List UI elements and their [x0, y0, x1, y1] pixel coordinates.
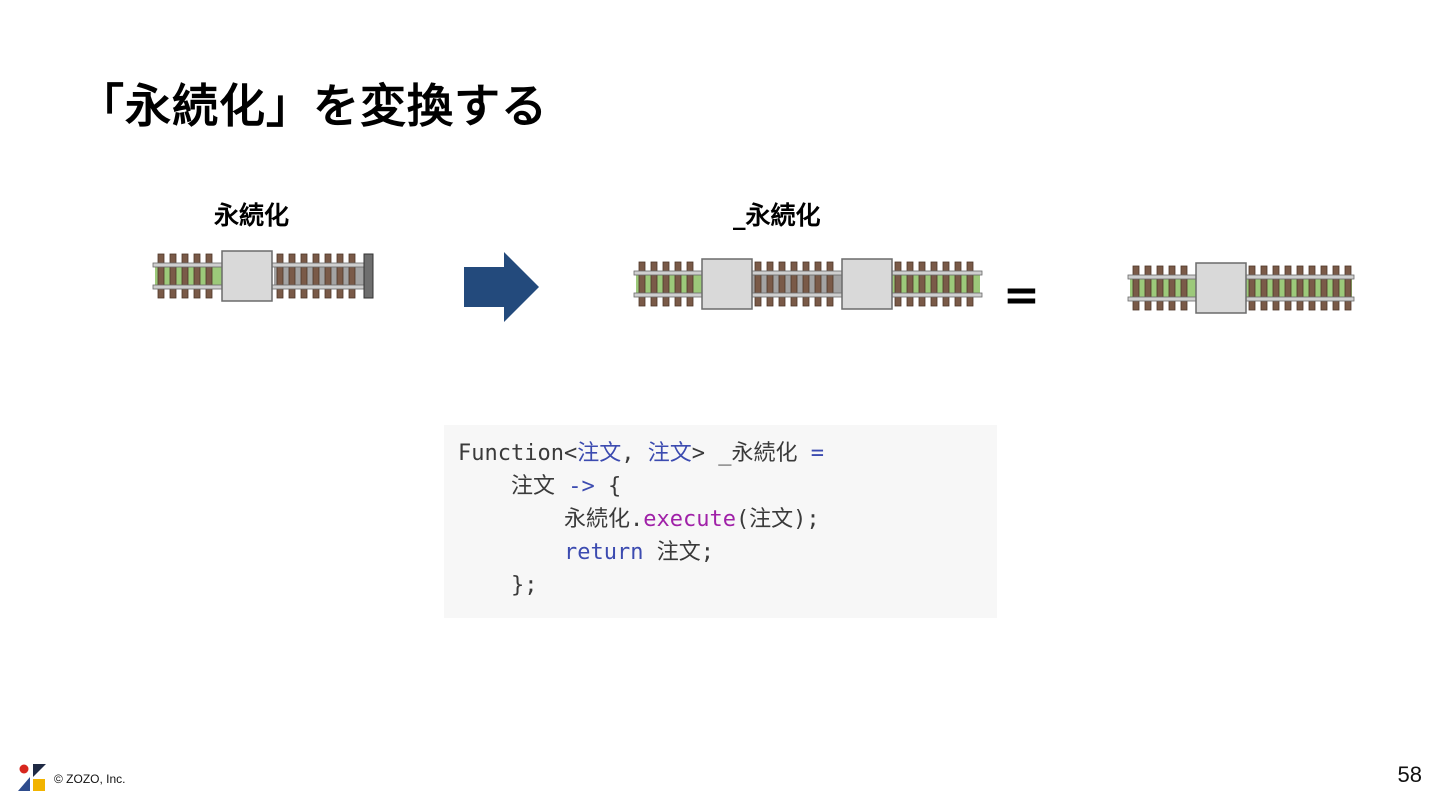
wrapped-persistence-track [633, 258, 983, 310]
code-block: Function<注文, 注文> _永続化 = 注文 -> { 永続化.exec… [444, 425, 997, 618]
track-tie [276, 253, 284, 299]
track-tie [324, 253, 332, 299]
track-tie [638, 261, 646, 307]
track-tie [1180, 265, 1188, 311]
track-tie [754, 261, 762, 307]
track-tie [348, 253, 356, 299]
equivalent-track [1127, 262, 1355, 314]
track-tie [1344, 265, 1352, 311]
track-tie [1132, 265, 1140, 311]
track-tie [1156, 265, 1164, 311]
track-tie [826, 261, 834, 307]
code-token: (注文); [735, 507, 820, 532]
track-rail [749, 292, 845, 298]
track-rail [633, 270, 705, 276]
track-tie [778, 261, 786, 307]
track-tie [300, 253, 308, 299]
track-tie [814, 261, 822, 307]
process-box [1195, 262, 1247, 314]
process-box [701, 258, 753, 310]
wrapped-persistence-label: _永続化 [733, 201, 821, 230]
code-token [458, 540, 564, 565]
track-tie [205, 253, 213, 299]
track-tie [288, 253, 296, 299]
track-rail [271, 262, 367, 268]
track-rail [271, 284, 367, 290]
track-rail [633, 292, 705, 298]
code-token: 注文; [643, 540, 714, 565]
code-token [458, 474, 511, 499]
track-rail [152, 284, 225, 290]
code-token [458, 507, 564, 532]
code-token: 注文 [577, 441, 622, 466]
track-tie [894, 261, 902, 307]
track-rail [889, 270, 983, 276]
track-tie [954, 261, 962, 307]
track-tie [1272, 265, 1280, 311]
code-token: , [621, 441, 648, 466]
slide-title: 「永続化」を変換する [78, 79, 548, 133]
track-rail [749, 270, 845, 276]
track-tie [1260, 265, 1268, 311]
code-token: 注文 [510, 474, 569, 499]
track-tie [1320, 265, 1328, 311]
code-token: 永続化. [563, 507, 644, 532]
track-tie [766, 261, 774, 307]
process-box [221, 250, 273, 302]
track-tie [312, 253, 320, 299]
code-text: Function<注文, 注文> _永続化 = 注文 -> { 永続化.exec… [458, 437, 824, 602]
track-tie [918, 261, 926, 307]
track-rail [889, 292, 983, 298]
track-tie [181, 253, 189, 299]
page-number: 58 [1397, 762, 1422, 787]
track-tie [930, 261, 938, 307]
track-rail [1127, 274, 1199, 280]
code-token: }; [458, 573, 538, 598]
track-tie [157, 253, 165, 299]
persistence-label: 永続化 [214, 201, 290, 230]
track-tie [942, 261, 950, 307]
track-tie [1168, 265, 1176, 311]
track-tie [1296, 265, 1304, 311]
track-tie [662, 261, 670, 307]
track-tie [1248, 265, 1256, 311]
zozo-logo-icon [18, 764, 46, 791]
code-token: return [563, 540, 644, 565]
track-rail [1127, 296, 1199, 302]
track-tie [1308, 265, 1316, 311]
track-tie [674, 261, 682, 307]
transform-arrow-icon [464, 252, 539, 322]
code-token: -> [568, 474, 595, 499]
copyright-text: © ZOZO, Inc. [54, 772, 126, 786]
process-box [841, 258, 893, 310]
code-token: = [810, 441, 824, 466]
code-token: execute [643, 507, 736, 532]
code-token: 注文 [647, 441, 692, 466]
track-rail [1243, 274, 1355, 280]
track-tie [193, 253, 201, 299]
track-tie [790, 261, 798, 307]
track-tie [1284, 265, 1292, 311]
persistence-track [152, 250, 374, 302]
track-tie [1144, 265, 1152, 311]
track-tie [906, 261, 914, 307]
track-rail [1243, 296, 1355, 302]
equals-sign: = [1003, 270, 1040, 321]
track-tie [686, 261, 694, 307]
end-cap [363, 253, 374, 299]
track-tie [802, 261, 810, 307]
track-tie [966, 261, 974, 307]
code-token: { [594, 474, 622, 499]
track-rail [152, 262, 225, 268]
track-tie [169, 253, 177, 299]
track-tie [650, 261, 658, 307]
code-token: > _永続化 [691, 441, 811, 466]
track-tie [336, 253, 344, 299]
track-tie [1332, 265, 1340, 311]
code-token: Function< [458, 441, 578, 466]
